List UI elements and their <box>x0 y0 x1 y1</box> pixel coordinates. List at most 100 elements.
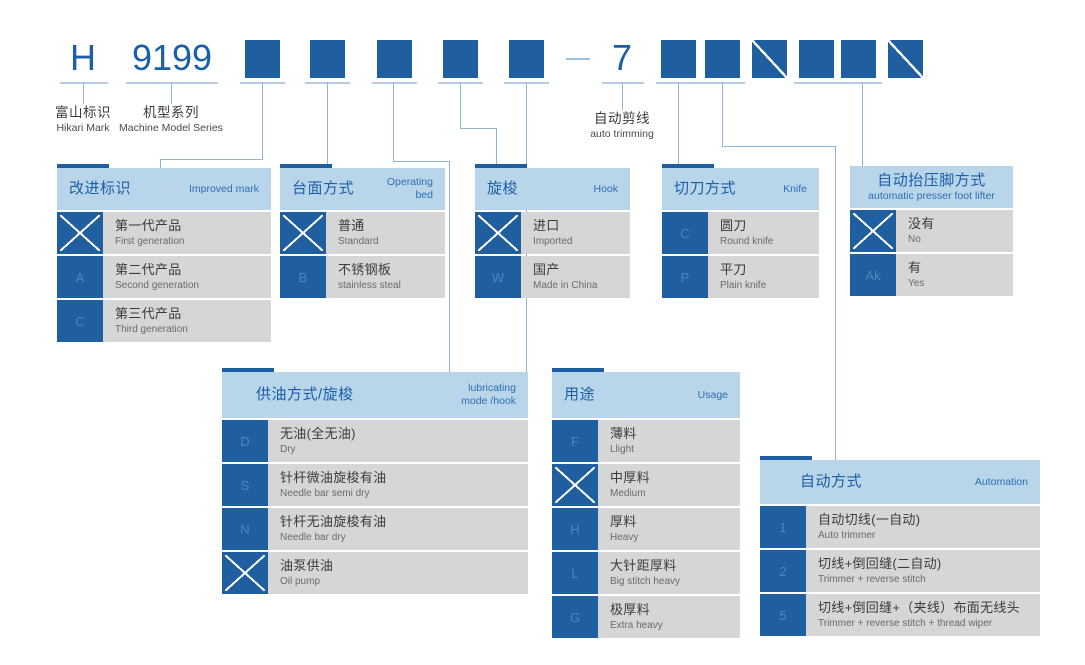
table-row[interactable]: 中厚料 Medium <box>552 464 740 506</box>
row-desc: 第三代产品 Third generation <box>103 300 271 342</box>
table-header-hook: 旋梭 Hook <box>475 164 630 210</box>
row-desc: 大针距厚料 Big stitch heavy <box>598 552 740 594</box>
row-code: G <box>552 596 598 638</box>
table-row[interactable]: P 平刀 Plain knife <box>662 256 819 298</box>
row-desc: 薄料 Llight <box>598 420 740 462</box>
table-row[interactable]: S 针杆微油旋梭有油 Needle bar semi dry <box>222 464 528 506</box>
code-box-lubricating <box>377 40 412 78</box>
table-row[interactable]: F 薄料 Llight <box>552 420 740 462</box>
header-tab <box>280 164 332 168</box>
leader-line-series <box>171 82 172 104</box>
code-underline-h <box>60 82 108 84</box>
code-box-knife <box>661 40 696 78</box>
header-tab <box>475 164 527 168</box>
row-desc: 无油(全无油) Dry <box>268 420 528 462</box>
row-code: A <box>57 256 103 298</box>
table-row[interactable]: 2 切线+倒回缝(二自动) Trimmer + reverse stitch <box>760 550 1040 592</box>
table-row[interactable]: 进口 Imported <box>475 212 630 254</box>
table-row[interactable]: D 无油(全无油) Dry <box>222 420 528 462</box>
code-box-usage <box>509 40 544 78</box>
table-row[interactable]: G 极厚料 Extra heavy <box>552 596 740 638</box>
table-automation: 自动方式 Automation 1 自动切线(一自动) Auto trimmer… <box>760 456 1040 636</box>
row-desc: 不锈钢板 stainless steal <box>326 256 445 298</box>
row-code: 1 <box>760 506 806 548</box>
connector-hook-3 <box>496 128 497 168</box>
connector-hook-2 <box>460 128 496 129</box>
table-row[interactable]: W 国产 Made in China <box>475 256 630 298</box>
table-row[interactable]: 5 切线+倒回缝+（夹线）布面无线头 Trimmer + reverse sti… <box>760 594 1040 636</box>
code-box-slash-2 <box>887 39 924 79</box>
header-tab <box>552 368 604 372</box>
code-underline-7 <box>602 82 644 84</box>
table-row[interactable]: 油泵供油 Oil pump <box>222 552 528 594</box>
row-desc: 国产 Made in China <box>521 256 630 298</box>
row-desc: 针杆微油旋梭有油 Needle bar semi dry <box>268 464 528 506</box>
row-code: 2 <box>760 550 806 592</box>
row-code: H <box>552 508 598 550</box>
table-header-lubricating: 供油方式/旋梭 lubricating mode /hook <box>222 368 528 418</box>
table-header-presser-foot: 自动抬压脚方式 automatic presser foot lifter <box>850 166 1013 208</box>
table-row[interactable]: 第一代产品 First generation <box>57 212 271 254</box>
connector-improved-3 <box>160 159 161 169</box>
row-desc: 针杆无油旋梭有油 Needle bar dry <box>268 508 528 550</box>
table-row[interactable]: 1 自动切线(一自动) Auto trimmer <box>760 506 1040 548</box>
row-code: C <box>57 300 103 342</box>
table-usage: 用途 Usage F 薄料 Llight 中厚料 Medium H 厚料 Hea… <box>552 368 740 638</box>
code-auto-trimming: 7 <box>611 37 633 78</box>
code-dash <box>566 40 590 78</box>
row-desc: 普通 Standard <box>326 212 445 254</box>
table-row[interactable]: 没有 No <box>850 210 1013 252</box>
model-code-row: H 9199 7 <box>0 0 1085 140</box>
table-row[interactable]: L 大针距厚料 Big stitch heavy <box>552 552 740 594</box>
row-code: L <box>552 552 598 594</box>
table-operating-bed: 台面方式 Operating bed 普通 Standard B 不锈钢板 st… <box>280 164 445 298</box>
header-tab <box>57 164 109 168</box>
row-code: F <box>552 420 598 462</box>
table-knife: 切刀方式 Knife C 圆刀 Round knife P 平刀 Plain k… <box>662 164 819 298</box>
code-underline-9199 <box>126 82 218 84</box>
leader-auto-trimming: 自动剪线 auto trimming <box>590 111 654 140</box>
table-row[interactable]: H 厚料 Heavy <box>552 508 740 550</box>
row-desc: 极厚料 Extra heavy <box>598 596 740 638</box>
table-row[interactable]: N 针杆无油旋梭有油 Needle bar dry <box>222 508 528 550</box>
connector-improved-2 <box>160 159 263 160</box>
code-box-extra <box>841 40 876 78</box>
row-code <box>552 464 598 506</box>
row-code <box>280 212 326 254</box>
connector-presser-1 <box>862 82 863 166</box>
row-code <box>475 212 521 254</box>
connector-auto-3 <box>835 146 836 460</box>
row-desc: 切线+倒回缝+（夹线）布面无线头 Trimmer + reverse stitc… <box>806 594 1040 636</box>
row-desc: 切线+倒回缝(二自动) Trimmer + reverse stitch <box>806 550 1040 592</box>
table-row[interactable]: C 第三代产品 Third generation <box>57 300 271 342</box>
row-code: D <box>222 420 268 462</box>
table-row[interactable]: C 圆刀 Round knife <box>662 212 819 254</box>
table-header-automation: 自动方式 Automation <box>760 456 1040 504</box>
table-row[interactable]: B 不锈钢板 stainless steal <box>280 256 445 298</box>
code-box-presser-foot <box>799 40 834 78</box>
table-row[interactable]: 普通 Standard <box>280 212 445 254</box>
connector-auto-1 <box>722 82 723 146</box>
row-code <box>850 210 896 252</box>
leader-line-trimming <box>622 82 623 110</box>
table-row[interactable]: A 第二代产品 Second generation <box>57 256 271 298</box>
code-box-improved-mark <box>245 40 280 78</box>
table-row[interactable]: Ak 有 Yes <box>850 254 1013 296</box>
header-tab <box>222 368 274 372</box>
table-lubricating: 供油方式/旋梭 lubricating mode /hook D 无油(全无油)… <box>222 368 528 594</box>
leader-line-hikari <box>83 82 84 104</box>
row-desc: 中厚料 Medium <box>598 464 740 506</box>
row-desc: 圆刀 Round knife <box>708 212 819 254</box>
leader-model-series: 机型系列 Machine Model Series <box>119 105 223 134</box>
connector-lub-3 <box>449 161 450 372</box>
table-header-operating-bed: 台面方式 Operating bed <box>280 164 445 210</box>
connector-improved-1 <box>262 82 263 159</box>
code-underline-8 <box>794 82 882 84</box>
table-hook: 旋梭 Hook 进口 Imported W 国产 Made in China <box>475 164 630 298</box>
row-code: S <box>222 464 268 506</box>
connector-auto-2 <box>722 146 835 147</box>
row-desc: 厚料 Heavy <box>598 508 740 550</box>
code-model-series: 9199 <box>131 37 213 78</box>
row-desc: 第二代产品 Second generation <box>103 256 271 298</box>
